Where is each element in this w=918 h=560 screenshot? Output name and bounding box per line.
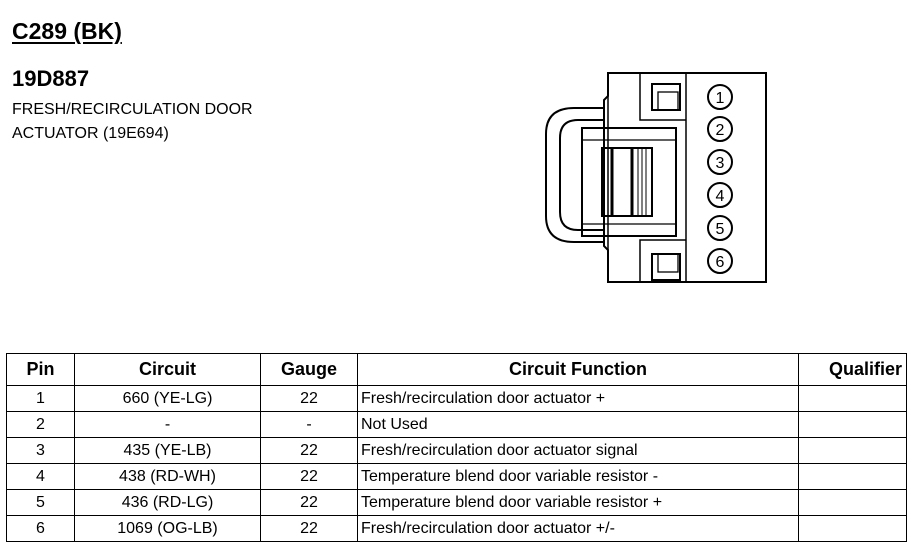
description-line-1: FRESH/RECIRCULATION DOOR [12, 101, 253, 118]
pin-number: 5 [716, 221, 725, 238]
pin-number: 3 [716, 155, 725, 172]
pinout-table: Pin Circuit Gauge Circuit Function Quali… [6, 353, 907, 542]
cell-function: Temperature blend door variable resistor… [357, 463, 799, 490]
component-description: FRESH/RECIRCULATION DOOR ACTUATOR (19E69… [12, 98, 253, 146]
locking-tab-outer [545, 107, 604, 243]
terminal-cavity-bottom-inner [657, 253, 679, 273]
latch-block [581, 127, 677, 237]
cell-pin: 5 [6, 489, 75, 516]
pin-label-1: 1 [707, 84, 733, 110]
pin-number: 6 [716, 254, 725, 271]
pin-label-6: 6 [707, 248, 733, 274]
cell-gauge: 22 [260, 489, 358, 516]
cell-circuit: - [74, 411, 261, 438]
col-header-circuit: Circuit [74, 353, 261, 386]
cell-function: Not Used [357, 411, 799, 438]
cell-function: Temperature blend door variable resistor… [357, 489, 799, 516]
cell-circuit: 1069 (OG-LB) [74, 515, 261, 542]
cell-pin: 1 [6, 385, 75, 412]
table-header-row: Pin Circuit Gauge Circuit Function Quali… [6, 353, 907, 386]
col-header-gauge: Gauge [260, 353, 358, 386]
cell-gauge: - [260, 411, 358, 438]
table-row: 4 438 (RD-WH) 22 Temperature blend door … [6, 463, 907, 490]
cell-gauge: 22 [260, 463, 358, 490]
table-row: 6 1069 (OG-LB) 22 Fresh/recirculation do… [6, 515, 907, 542]
cell-pin: 2 [6, 411, 75, 438]
cell-function: Fresh/recirculation door actuator + [357, 385, 799, 412]
cell-circuit: 435 (YE-LB) [74, 437, 261, 464]
pin-label-2: 2 [707, 116, 733, 142]
table-row: 2 - - Not Used [6, 411, 907, 438]
col-header-function: Circuit Function [357, 353, 799, 386]
table-row: 5 436 (RD-LG) 22 Temperature blend door … [6, 489, 907, 516]
pin-label-5: 5 [707, 215, 733, 241]
pin-label-3: 3 [707, 149, 733, 175]
table-row: 1 660 (YE-LG) 22 Fresh/recirculation doo… [6, 385, 907, 412]
cell-qualifier [798, 437, 907, 464]
cell-gauge: 22 [260, 385, 358, 412]
cell-qualifier [798, 463, 907, 490]
col-header-pin: Pin [6, 353, 75, 386]
cell-circuit: 438 (RD-WH) [74, 463, 261, 490]
cell-gauge: 22 [260, 515, 358, 542]
terminal-cavity-bottom [651, 253, 681, 281]
description-line-2: ACTUATOR (19E694) [12, 125, 169, 142]
pin-number: 2 [716, 122, 725, 139]
cell-function: Fresh/recirculation door actuator signal [357, 437, 799, 464]
cell-circuit: 436 (RD-LG) [74, 489, 261, 516]
cell-qualifier [798, 411, 907, 438]
terminal-cavity-top-inner [657, 91, 679, 111]
cell-qualifier [798, 489, 907, 516]
terminal-cavity-top [651, 83, 681, 111]
cell-pin: 4 [6, 463, 75, 490]
locking-tab-inner [559, 119, 604, 231]
cell-pin: 3 [6, 437, 75, 464]
pin-number: 1 [716, 90, 725, 107]
cell-gauge: 22 [260, 437, 358, 464]
pin-number: 4 [716, 188, 725, 205]
connector-id-title: C289 (BK) [12, 18, 122, 44]
connector-housing [603, 72, 767, 283]
cavity-top-outline [639, 73, 686, 121]
pin-label-4: 4 [707, 182, 733, 208]
table-row: 3 435 (YE-LB) 22 Fresh/recirculation doo… [6, 437, 907, 464]
cell-pin: 6 [6, 515, 75, 542]
cell-function: Fresh/recirculation door actuator +/- [357, 515, 799, 542]
col-header-qualifier: Qualifier [798, 353, 907, 386]
cell-circuit: 660 (YE-LG) [74, 385, 261, 412]
connector-face-diagram: 1 2 3 4 5 6 [545, 72, 767, 283]
part-number: 19D887 [12, 66, 90, 91]
latch-window [601, 147, 653, 217]
cell-qualifier [798, 385, 907, 412]
cell-qualifier [798, 515, 907, 542]
cavity-bottom-outline [639, 239, 686, 282]
